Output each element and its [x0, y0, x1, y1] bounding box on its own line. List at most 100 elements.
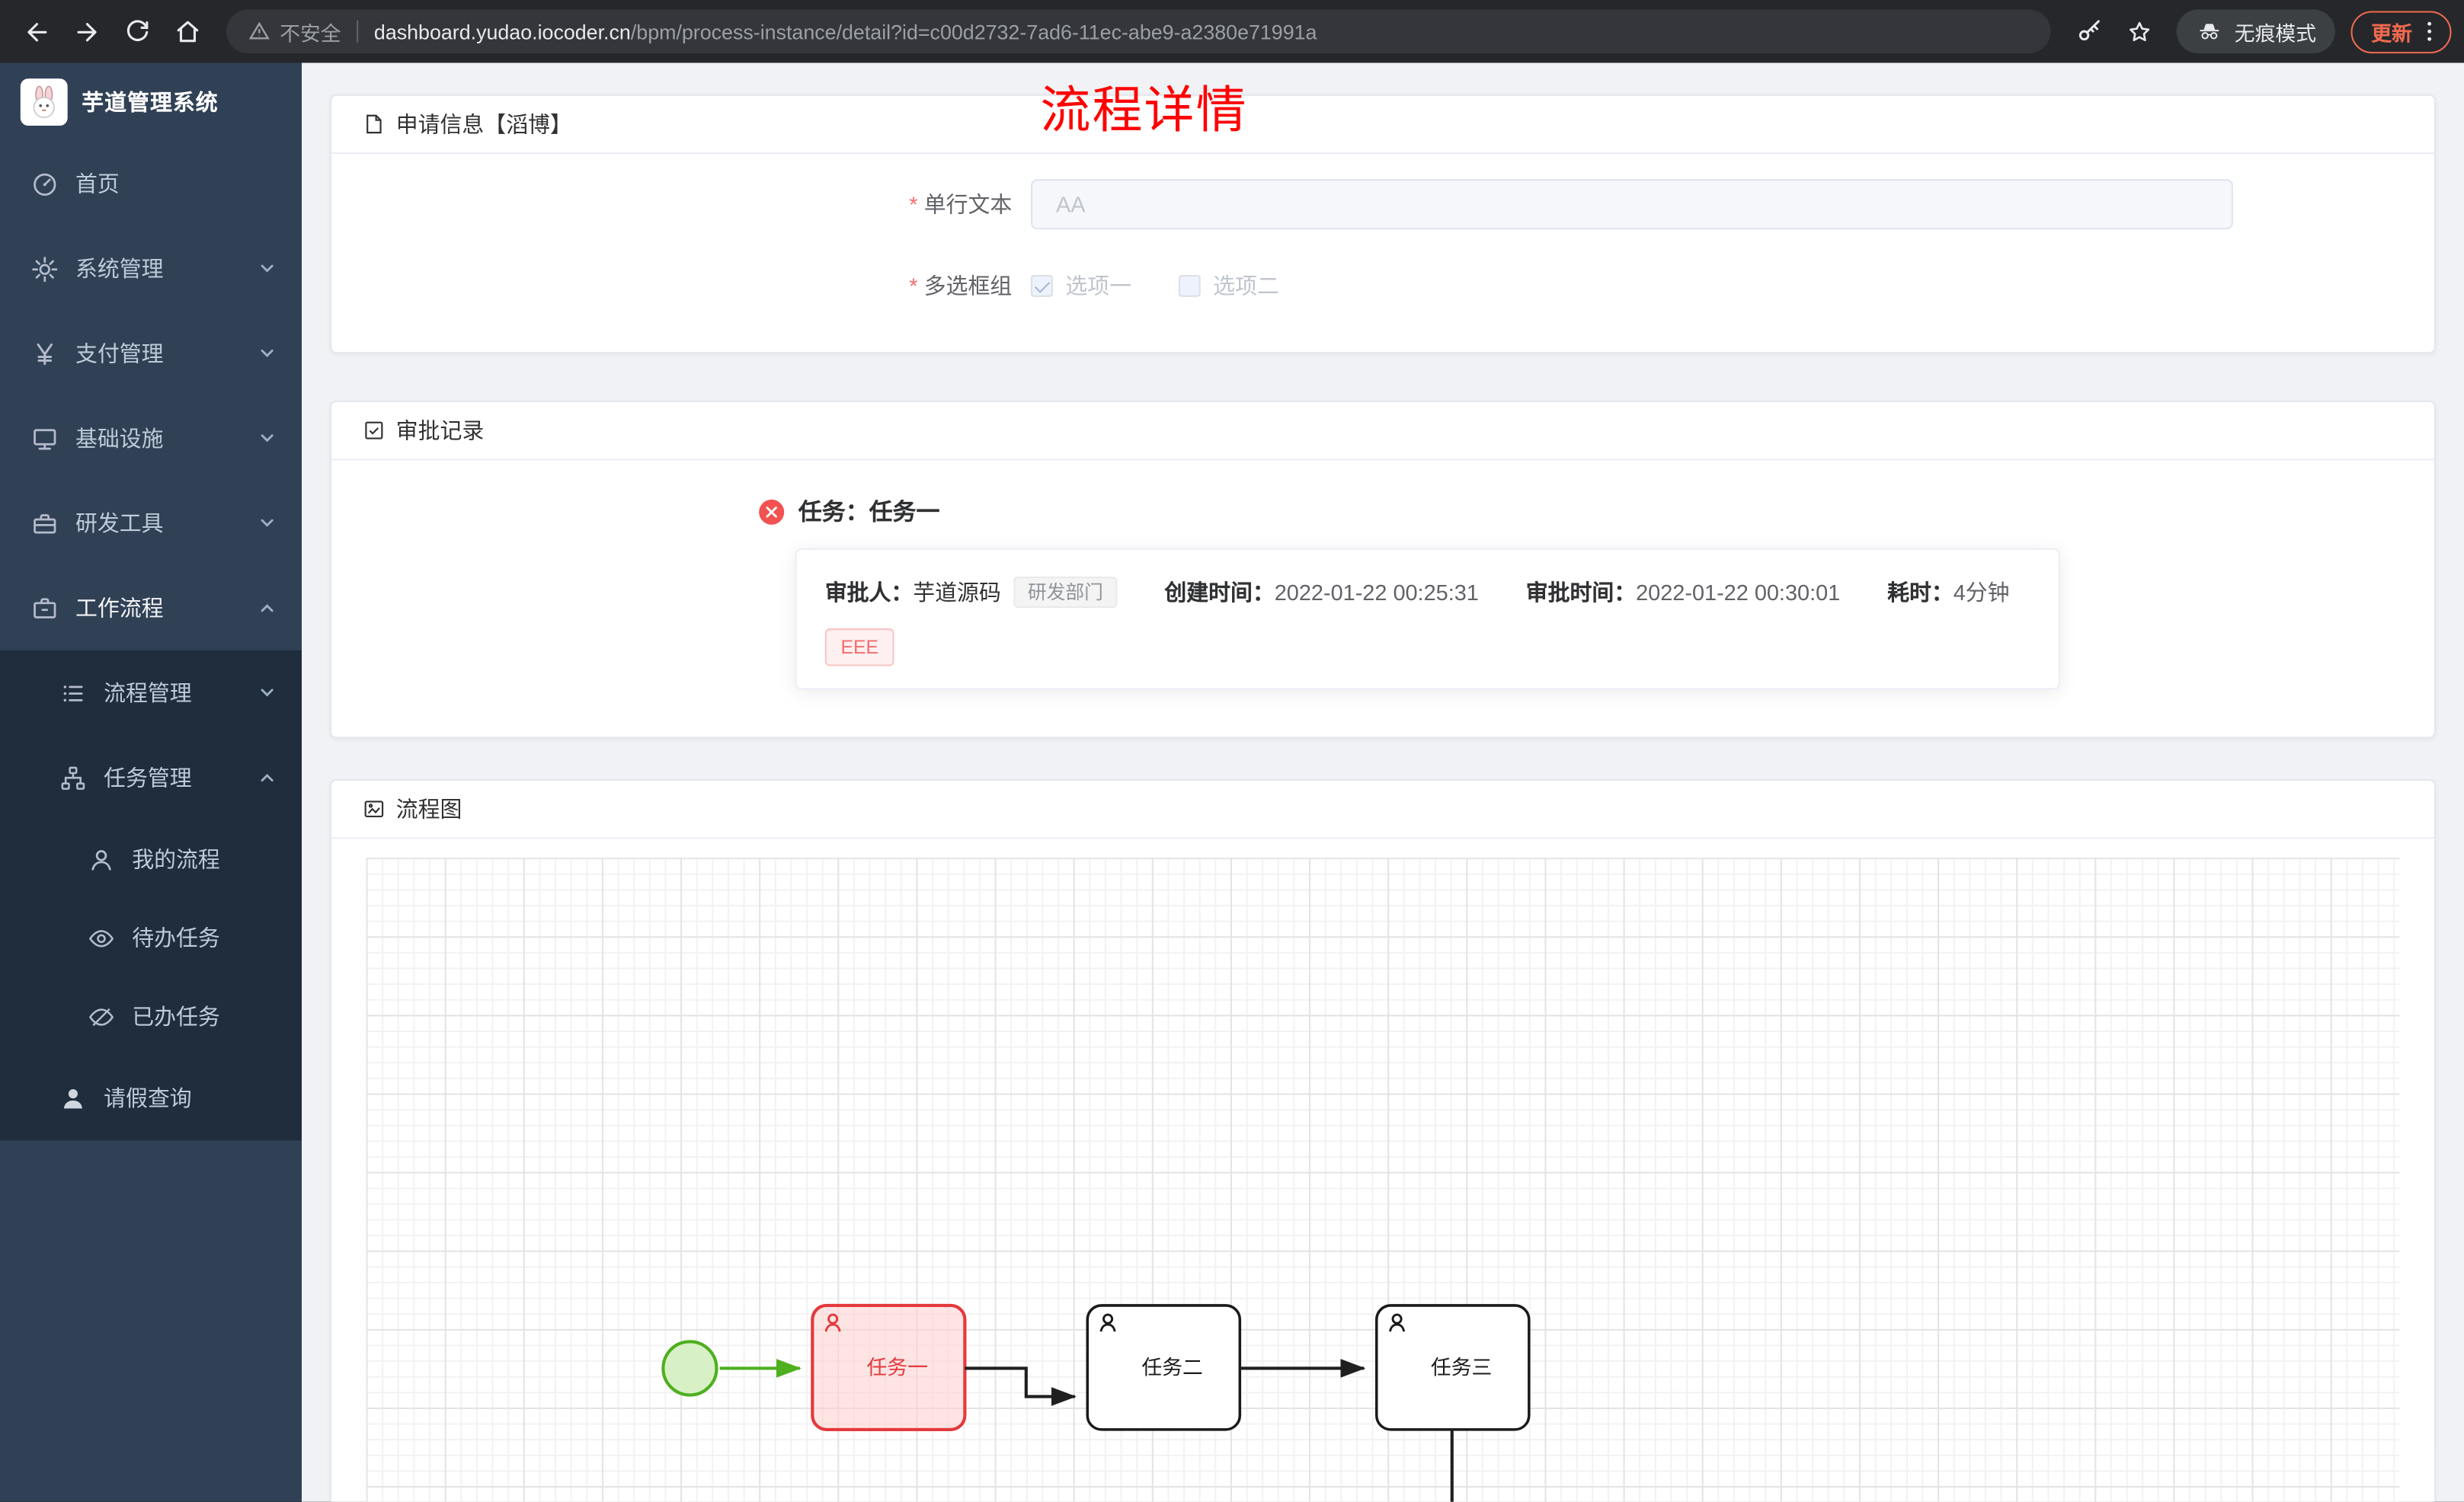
eye-icon — [88, 929, 114, 947]
key-icon — [2079, 19, 2101, 40]
sidebar-item-label: 流程管理 — [104, 680, 192, 706]
app-title: 芋道管理系统 — [82, 89, 219, 115]
sidebar-item-process-management[interactable]: 流程管理 — [0, 650, 302, 735]
list-icon — [63, 685, 83, 701]
incognito-icon — [2200, 24, 2219, 40]
sidebar-item-label: 基础设施 — [75, 425, 164, 451]
sidebar-item-my-process[interactable]: 我的流程 — [0, 820, 302, 899]
home-button[interactable] — [164, 8, 211, 55]
sidebar-item-task-management[interactable]: 任务管理 — [0, 735, 302, 820]
bpmn-task-3-label: 任务三 — [1431, 1357, 1492, 1379]
sidebar-item-todo-tasks[interactable]: 待办任务 — [0, 899, 302, 977]
monitor-icon — [34, 428, 56, 449]
approved-value: 2022-01-22 00:30:01 — [1636, 580, 1841, 606]
bpmn-task-1-label: 任务一 — [866, 1357, 927, 1379]
checkbox-unchecked-icon — [1178, 274, 1201, 297]
dashboard-icon — [34, 172, 56, 195]
briefcase-icon — [34, 597, 56, 618]
chevron-down-icon — [261, 519, 274, 527]
password-key-button[interactable] — [2066, 8, 2114, 55]
sidebar-item-done-tasks[interactable]: 已办任务 — [0, 977, 302, 1056]
not-secure-icon — [248, 21, 270, 40]
menu-kebab-icon[interactable] — [2415, 18, 2443, 46]
diagram-card-header: 流程图 — [331, 781, 2434, 839]
bookmark-star-button[interactable] — [2117, 8, 2164, 55]
form-item-checkbox: *多选框组 选项一 选项二 — [331, 270, 2434, 302]
bpmn-start-event[interactable] — [661, 1340, 718, 1397]
sidebar-item-payment[interactable]: 支付管理 — [0, 311, 302, 395]
forward-icon — [76, 22, 96, 41]
bpmn-diagram: 任务一 任务二 任务三 — [661, 1303, 1531, 1502]
approval-records-card: 审批记录 任务：任务一 审批人： 芋道源码 — [330, 400, 2436, 739]
incognito-label: 无痕模式 — [2234, 21, 2317, 45]
workflow-submenu: 流程管理 任务管理 我的流程 待办任务 — [0, 650, 302, 1141]
diagram-card-title: 流程图 — [395, 796, 462, 822]
apply-info-card: 申请信息【滔博】 *单行文本 *多选框组 选项一 — [330, 94, 2436, 354]
eye-off-icon — [88, 1007, 114, 1026]
approved-label: 审批时间： — [1525, 580, 1637, 606]
sidebar-item-label: 支付管理 — [75, 340, 164, 366]
back-icon — [27, 22, 46, 41]
back-button[interactable] — [13, 8, 60, 55]
single-line-text-input — [1031, 179, 2233, 230]
approval-detail-panel: 审批人： 芋道源码 研发部门 创建时间： 2022-01-22 00:25:31… — [795, 548, 2060, 690]
logo-avatar — [20, 78, 68, 126]
forward-button[interactable] — [63, 8, 110, 55]
url-path: /bpm/process-instance/detail?id=c00d2732… — [630, 19, 1317, 43]
org-tree-icon — [61, 765, 85, 789]
sidebar-item-infrastructure[interactable]: 基础设施 — [0, 396, 302, 481]
chevron-down-icon — [261, 264, 274, 273]
chevron-down-icon — [261, 434, 274, 443]
created-label: 创建时间： — [1164, 580, 1275, 606]
field-label-single-line-text: *单行文本 — [909, 191, 1013, 217]
app-logo: 芋道管理系统 — [0, 63, 302, 142]
sidebar-item-workflow[interactable]: 工作流程 — [0, 566, 302, 650]
address-divider — [357, 20, 359, 43]
update-label: 更新 — [2371, 21, 2412, 45]
sequence-flow-task1-to-task2 — [965, 1366, 1077, 1406]
checkbox-option-1: 选项一 — [1031, 270, 1131, 302]
sidebar-item-dev-tools[interactable]: 研发工具 — [0, 481, 302, 565]
sidebar-item-label: 我的流程 — [132, 846, 220, 872]
security-label: 不安全 — [280, 21, 341, 45]
duration-value: 4分钟 — [1953, 580, 2010, 606]
toolbox-icon — [34, 513, 56, 533]
bpmn-canvas[interactable]: 任务一 任务二 任务三 — [366, 858, 2400, 1502]
chevron-up-icon — [261, 604, 274, 612]
comment-tag: EEE — [824, 628, 894, 666]
required-asterisk: * — [909, 191, 918, 217]
gear-icon — [32, 256, 58, 282]
rabbit-logo-icon — [33, 85, 55, 119]
update-button[interactable]: 更新 — [2350, 10, 2452, 53]
checkbox-option-2: 选项二 — [1178, 270, 1279, 302]
approver-field: 审批人： 芋道源码 研发部门 — [824, 576, 1118, 609]
rejected-status-icon — [759, 498, 785, 524]
timeline-task-row: 任务：任务一 — [759, 495, 2434, 528]
approved-time-field: 审批时间： 2022-01-22 00:30:01 — [1526, 577, 1841, 608]
checkbox-label: 选项一 — [1065, 273, 1131, 299]
url-host: dashboard.yudao.iocoder.cn — [373, 19, 631, 43]
sidebar-item-leave-query[interactable]: 请假查询 — [0, 1056, 302, 1140]
sidebar-item-home[interactable]: 首页 — [0, 142, 302, 226]
sidebar: 芋道管理系统 首页 系统管理 支付管理 基础设施 — [0, 62, 302, 1502]
page-title: 流程详情 — [1040, 81, 1248, 139]
approver-label: 审批人： — [824, 580, 914, 606]
star-icon — [2130, 21, 2151, 41]
user-filled-icon — [63, 1088, 82, 1108]
reload-icon — [126, 19, 148, 40]
task-title: 任务：任务一 — [798, 499, 940, 526]
sidebar-item-label: 系统管理 — [75, 256, 164, 282]
dept-tag: 研发部门 — [1013, 576, 1118, 609]
checkbox-label: 选项二 — [1213, 273, 1279, 299]
approval-card-header: 审批记录 — [331, 402, 2434, 461]
address-bar[interactable]: 不安全 dashboard.yudao.iocoder.cn/bpm/proce… — [226, 9, 2051, 54]
sidebar-item-system[interactable]: 系统管理 — [0, 226, 302, 311]
reload-button[interactable] — [114, 8, 161, 55]
field-label-checkbox-group: *多选框组 — [909, 273, 1013, 299]
form-item-text: *单行文本 — [331, 179, 2434, 230]
sidebar-item-label: 任务管理 — [104, 765, 192, 791]
home-icon — [176, 20, 198, 42]
created-value: 2022-01-22 00:25:31 — [1274, 580, 1479, 606]
created-time-field: 创建时间： 2022-01-22 00:25:31 — [1164, 577, 1479, 608]
